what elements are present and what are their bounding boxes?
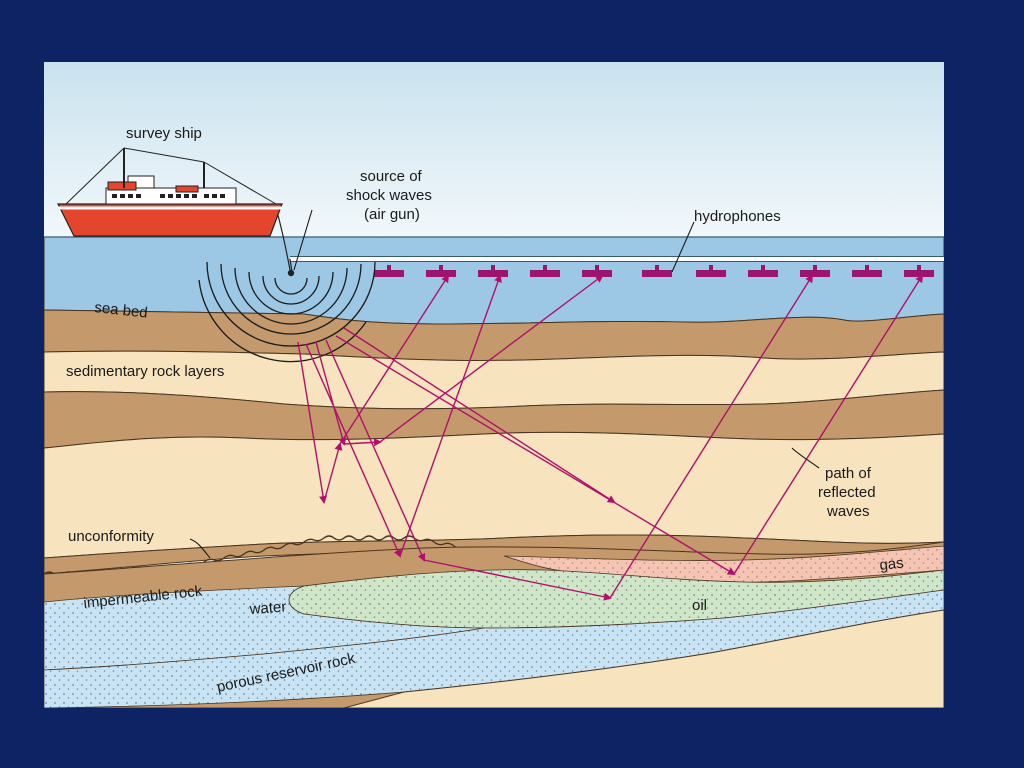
label-sedimentary-rock-layers: sedimentary rock layers bbox=[66, 363, 224, 380]
base-rock bbox=[343, 609, 944, 708]
ray-path-segment bbox=[399, 274, 502, 557]
seismic-survey-diagram: survey ship source of shock waves (air g… bbox=[44, 62, 944, 708]
ray-path-segment bbox=[423, 559, 612, 601]
label-unconformity: unconformity bbox=[68, 528, 154, 545]
label-path-line2: reflected bbox=[818, 484, 876, 501]
reservoir-texture bbox=[44, 569, 944, 708]
hydrophone-array bbox=[374, 265, 934, 277]
shock-wave-arcs bbox=[198, 261, 376, 363]
label-sea-bed: sea bed bbox=[94, 299, 149, 321]
ray-path-segment bbox=[325, 339, 426, 562]
label-source-line2: shock waves bbox=[346, 187, 432, 204]
ray-path-segment bbox=[343, 438, 382, 447]
label-path-line1: path of bbox=[825, 465, 872, 482]
ray-path-segment bbox=[335, 335, 736, 576]
ray-path-segment bbox=[297, 341, 327, 504]
gas-texture bbox=[504, 546, 944, 583]
ray-path-segment bbox=[609, 274, 814, 599]
diagram-canvas: survey ship source of shock waves (air g… bbox=[44, 62, 944, 708]
seismic-rays bbox=[297, 274, 924, 601]
label-oil: oil bbox=[692, 597, 707, 614]
label-source-line1: source of bbox=[360, 168, 423, 185]
ray-path-segment bbox=[379, 274, 604, 443]
air-gun bbox=[287, 269, 295, 277]
ray-path-segment bbox=[733, 274, 924, 575]
ray-path-segment bbox=[323, 442, 343, 503]
label-hydrophones: hydrophones bbox=[694, 208, 781, 225]
ray-path-segment bbox=[305, 343, 402, 558]
label-source-line3: (air gun) bbox=[364, 206, 420, 223]
label-path-line3: waves bbox=[826, 503, 870, 520]
label-survey-ship: survey ship bbox=[126, 125, 202, 142]
label-pointers bbox=[189, 209, 820, 559]
label-gas: gas bbox=[879, 555, 905, 574]
ray-path-segment bbox=[343, 327, 616, 504]
survey-ship bbox=[57, 147, 283, 237]
ray-path-segment bbox=[315, 341, 347, 446]
label-water: water bbox=[248, 598, 287, 618]
